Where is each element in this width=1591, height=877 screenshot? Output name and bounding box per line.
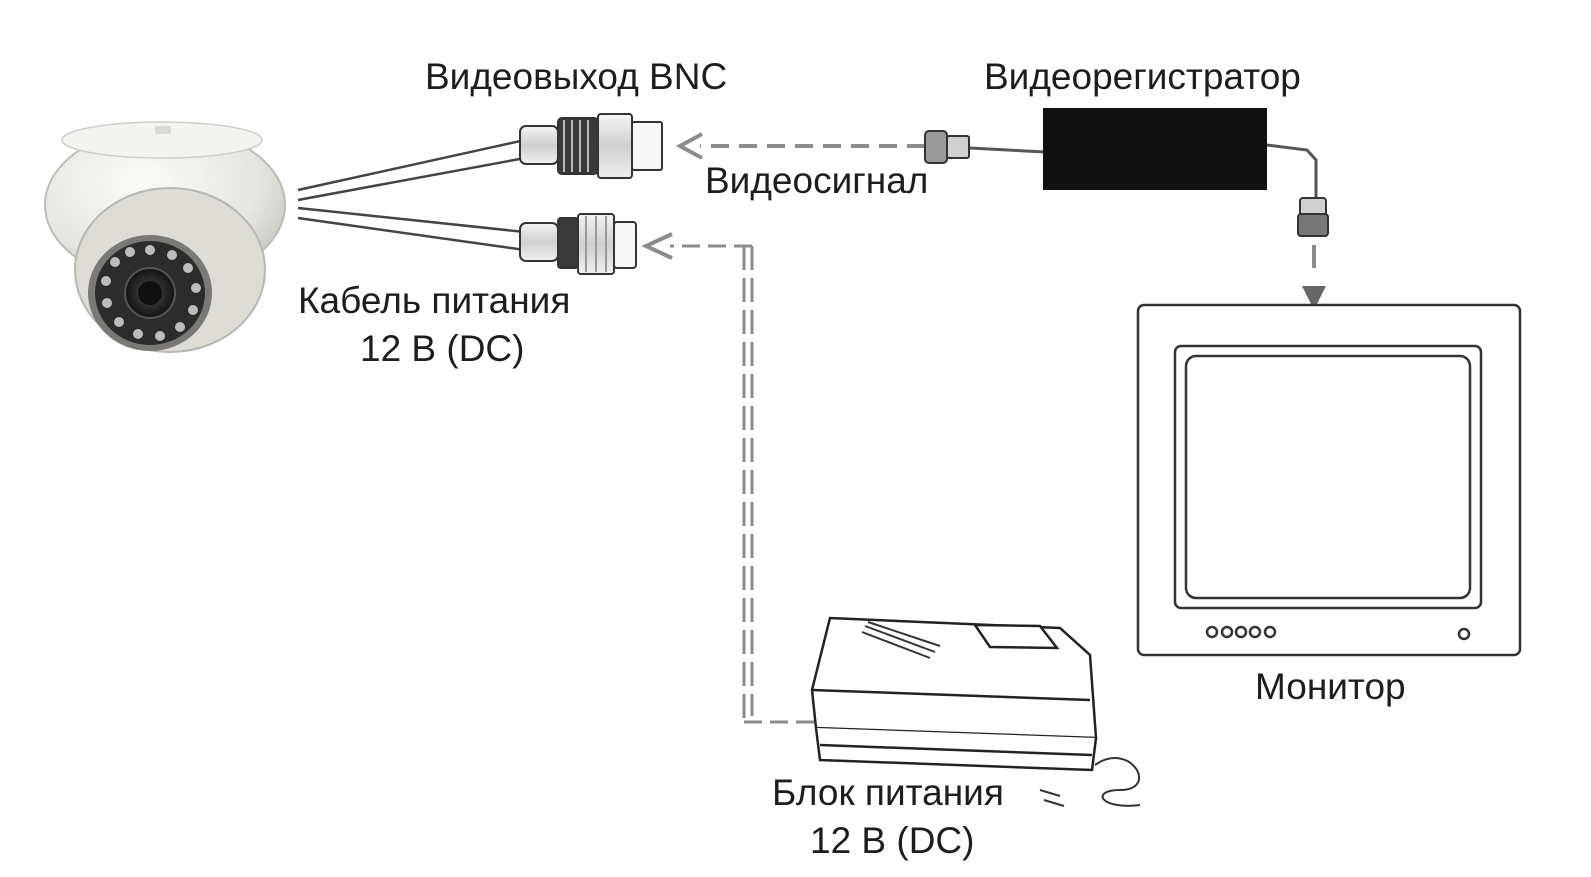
- video-signal-label: Видеосигнал: [705, 160, 929, 201]
- power-cable-label-line2: 12 В (DC): [360, 328, 525, 369]
- bnc-video-connector: [519, 113, 663, 179]
- dc-power-connector: [519, 213, 637, 275]
- monitor-device: [1136, 303, 1522, 657]
- monitor-label: Монитор: [1255, 666, 1406, 707]
- power-line: [641, 232, 830, 724]
- psu-label-line1: Блок питания: [772, 772, 1004, 813]
- camera-cables: [297, 138, 526, 252]
- psu-label-line2: 12 В (DC): [810, 820, 975, 861]
- dvr-label: Видеорегистратор: [984, 56, 1301, 97]
- bnc-output-label: Видеовыход BNC: [425, 56, 728, 97]
- dvr-recorder: [924, 108, 1329, 310]
- power-supply-unit: [810, 616, 1141, 807]
- power-cable-label-line1: Кабель питания: [298, 280, 571, 321]
- dome-camera: [44, 121, 286, 353]
- video-signal-arrow: [675, 132, 925, 160]
